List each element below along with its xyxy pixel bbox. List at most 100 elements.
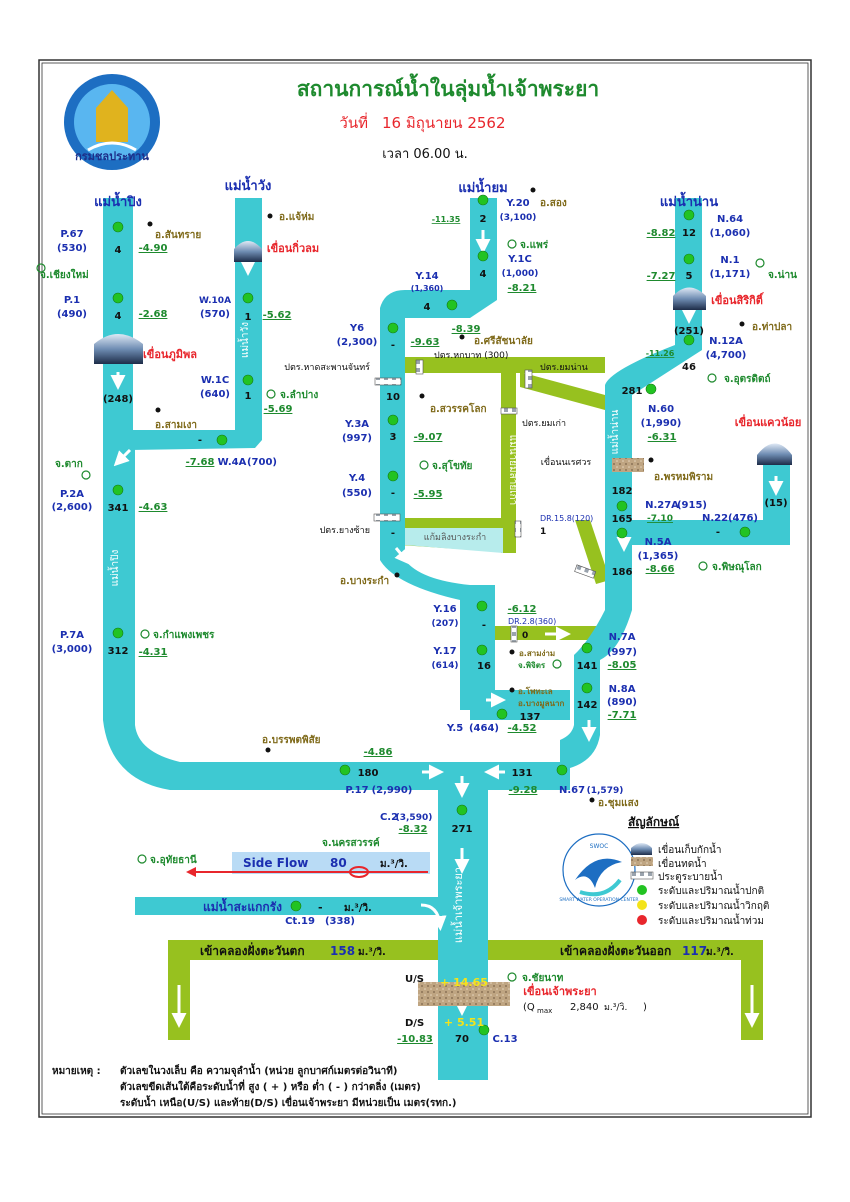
canal-west <box>168 940 438 960</box>
outer-frame <box>38 59 812 1118</box>
place-bang-rakam: อ.บางระกำ <box>340 575 389 587</box>
place-si-satchanalai: อ.ศรีสัชนาลัย <box>474 335 533 347</box>
river-yom-lower <box>470 585 570 720</box>
report-time: เวลา 06.00 น. <box>382 147 468 162</box>
station-capacity-n12a: (4,700) <box>706 350 747 361</box>
y20-normal-dot-icon[interactable] <box>477 194 489 206</box>
y5-normal-dot-icon[interactable] <box>496 708 508 720</box>
station-code-n1: N.1 <box>720 255 739 266</box>
station-code-y14: Y.14 <box>414 271 438 282</box>
n5a-normal-dot-icon[interactable] <box>616 527 628 539</box>
legend-storage-dam: เขื่อนเก็บกักน้ำ <box>658 842 721 856</box>
w10a-normal-dot-icon[interactable] <box>242 292 254 304</box>
flow-value-n27a: 165 <box>612 514 633 525</box>
river-name-nan: แม่น้ำน่าน <box>660 191 718 210</box>
flow-value-n67: 131 <box>512 768 533 779</box>
station-capacity-y17: (614) <box>431 661 458 671</box>
p7a-normal-dot-icon[interactable] <box>112 627 124 639</box>
side-flow-unit: ม.³/วิ. <box>380 858 408 870</box>
place-nakhon-sawan: จ.นครสวรรค์ <box>322 837 380 849</box>
station-capacity-y16: (207) <box>431 619 458 629</box>
flow-value-khwae-noi: (15) <box>764 498 787 509</box>
place-phrom-phiram: อ.พรหมพิราม <box>654 471 713 483</box>
n1-normal-dot-icon[interactable] <box>683 253 695 265</box>
sakae-krang-label: แม่น้ำสะแกกรัง <box>203 897 282 914</box>
station-code-p67: P.67 <box>60 229 83 240</box>
place-tak: จ.ตาก <box>55 459 83 470</box>
p1-normal-dot-icon[interactable] <box>112 292 124 304</box>
notes-line-2: ตัวเลขขีดเส้นใต้คือระดับน้ำที่ สูง ( + )… <box>120 1079 421 1094</box>
station-capacity-p17: (2,990) <box>372 785 413 796</box>
y6-normal-dot-icon[interactable] <box>387 322 399 334</box>
side-flow-gauge-icon <box>349 866 369 878</box>
station-code-y1c: Y.1C <box>507 254 532 265</box>
hok-bat-gate-icon <box>415 359 424 375</box>
flow-value-c13: 70 <box>455 1034 469 1045</box>
y16-normal-dot-icon[interactable] <box>476 600 488 612</box>
w1c-normal-dot-icon[interactable] <box>242 374 254 386</box>
yom-nan-gate-icon <box>524 369 533 389</box>
flow-value-c2: 271 <box>452 824 473 835</box>
level-y20: -11.35 <box>432 215 461 224</box>
station-capacity-n27a: (915) <box>677 500 707 511</box>
n7a-normal-dot-icon[interactable] <box>581 642 593 654</box>
level-n1: -7.27 <box>647 271 676 282</box>
flow-value-n12a: 46 <box>682 362 696 373</box>
flow-value-p17: 180 <box>358 768 379 779</box>
flow-value-yang-sai: - <box>391 528 395 539</box>
n67-normal-dot-icon[interactable] <box>556 764 568 776</box>
n22-normal-dot-icon[interactable] <box>739 526 751 538</box>
flow-value-y16: - <box>482 620 486 631</box>
station-code-y17: Y.17 <box>432 646 456 657</box>
level-y16: -6.12 <box>508 604 537 615</box>
river-ping <box>103 198 420 790</box>
dam-name-chaophraya: เขื่อนเจ้าพระยา <box>523 983 596 998</box>
yom-kao-gate-icon <box>500 407 518 415</box>
flow-value-y5: 137 <box>520 712 541 723</box>
place-lampang: จ.ลำปาง <box>280 389 318 401</box>
place-phrae: จ.แพร่ <box>520 239 549 251</box>
w4a-normal-dot-icon[interactable] <box>216 434 228 446</box>
y17-normal-dot-icon[interactable] <box>476 644 488 656</box>
y14-normal-dot-icon[interactable] <box>446 299 458 311</box>
gate-hok-bat: ปตร.หกบาท (300) <box>434 351 508 361</box>
flow-label-wang: แม่น้ำวัง <box>237 322 251 358</box>
station-code-y6: Y6 <box>349 323 364 334</box>
gate-yom-kao: ปตร.ยมเก่า <box>522 419 566 429</box>
p67-normal-dot-icon[interactable] <box>112 221 124 233</box>
station-capacity-ct19: (338) <box>325 916 355 927</box>
legend-water-gate: ประตูระบายน้ำ <box>658 869 723 883</box>
flow-value-y14: 4 <box>424 302 431 313</box>
n8a-normal-dot-icon[interactable] <box>581 682 593 694</box>
c13-normal-dot-icon[interactable] <box>478 1024 490 1036</box>
p17-normal-dot-icon[interactable] <box>339 764 351 776</box>
n60-normal-dot-icon[interactable] <box>645 383 657 395</box>
dam-name-naresuan: เขื่อนนเรศวร <box>541 455 592 468</box>
y3a-normal-dot-icon[interactable] <box>387 414 399 426</box>
station-code-y5: Y.5 <box>446 723 463 734</box>
kaem-ling-bang-rakam <box>405 528 503 553</box>
n12a-normal-dot-icon[interactable] <box>683 334 695 346</box>
ct19-normal-dot-icon[interactable] <box>290 900 302 912</box>
place-nan: จ.น่าน <box>768 269 797 281</box>
dam-name-sirikit: เขื่อนสิริกิติ์ <box>711 292 764 307</box>
station-code-p2a: P.2A <box>60 489 84 500</box>
n64-normal-dot-icon[interactable] <box>683 209 695 221</box>
flow-value-p2a: 341 <box>108 503 129 514</box>
station-capacity-y4: (550) <box>342 488 372 499</box>
y4-normal-dot-icon[interactable] <box>387 470 399 482</box>
station-capacity-n60: (1,990) <box>641 418 682 429</box>
c2-normal-dot-icon[interactable] <box>456 804 468 816</box>
flow-value-hat-saphan: 10 <box>386 392 400 403</box>
flow-value-n8a: 142 <box>577 700 598 711</box>
flow-value-n22: - <box>716 527 720 538</box>
n27a-normal-dot-icon[interactable] <box>616 500 628 512</box>
p2a-normal-dot-icon[interactable] <box>112 484 124 496</box>
legend-warning: ระดับและปริมาณน้ำวิกฤติ <box>658 898 769 912</box>
level-y4: -5.95 <box>414 489 443 500</box>
sirikit-dam-icon <box>673 287 706 310</box>
qmax-prefix: (Q <box>523 1002 535 1013</box>
y1c-normal-dot-icon[interactable] <box>477 250 489 262</box>
station-code-ct19: Ct.19 <box>285 916 315 927</box>
